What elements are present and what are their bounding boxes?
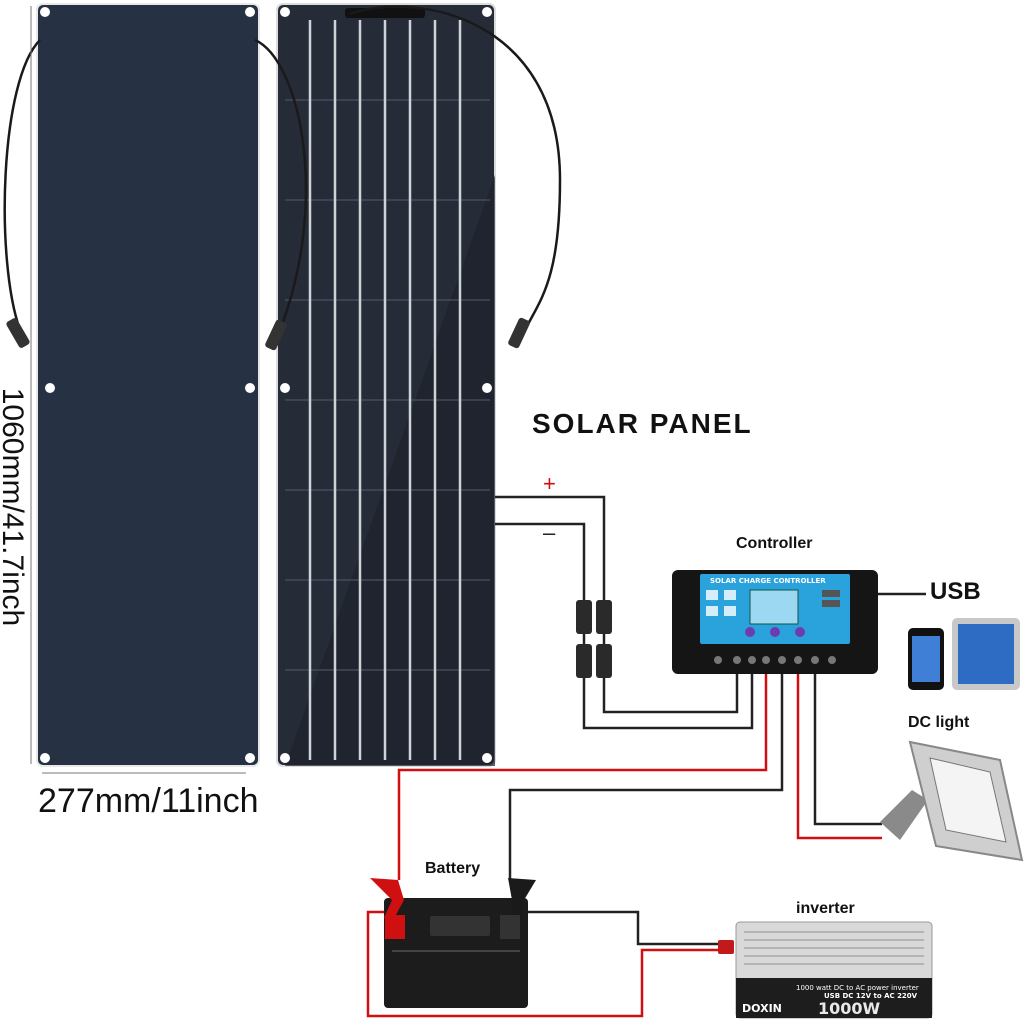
battery-icon: [384, 898, 528, 1008]
inverter-line1: 1000 watt DC to AC power inverter: [796, 984, 919, 992]
solar-panel-front: [276, 3, 496, 767]
controller-header-text: SOLAR CHARGE CONTROLLER: [710, 577, 826, 585]
inverter-label: inverter: [796, 900, 855, 917]
width-dimension-label: 277mm/11inch: [38, 782, 259, 820]
negative-label: –: [543, 520, 556, 545]
diagram-title: SOLAR PANEL: [532, 408, 753, 439]
height-dimension-label: 1060mm/41.7inch: [0, 387, 29, 627]
dimension-lines: [30, 6, 246, 774]
solar-panel-back: [36, 3, 260, 767]
tablet-icon: [952, 618, 1020, 690]
wiring: [366, 495, 926, 1018]
battery-label: Battery: [425, 860, 481, 877]
dc-light-icon: [880, 740, 1024, 862]
mc4-connectors: [6, 317, 530, 351]
inline-mc4-connectors: [576, 600, 612, 678]
dc-light-label: DC light: [908, 714, 970, 731]
inverter-power: 1000W: [818, 999, 881, 1018]
phone-icon: [908, 628, 944, 690]
inverter-brand: DOXIN: [742, 1002, 782, 1015]
inverter-line2: USB DC 12V to AC 220V: [824, 992, 918, 1000]
battery-clamp-positive: [370, 878, 405, 939]
usb-label: USB: [930, 578, 981, 605]
controller-label: Controller: [736, 535, 813, 552]
inverter-icon: 1000 watt DC to AC power inverter USB DC…: [718, 921, 933, 1019]
positive-label: +: [543, 471, 556, 496]
battery-clamp-negative: [500, 878, 536, 939]
panel-cables: [3, 5, 562, 331]
charge-controller: SOLAR CHARGE CONTROLLER: [672, 570, 878, 674]
